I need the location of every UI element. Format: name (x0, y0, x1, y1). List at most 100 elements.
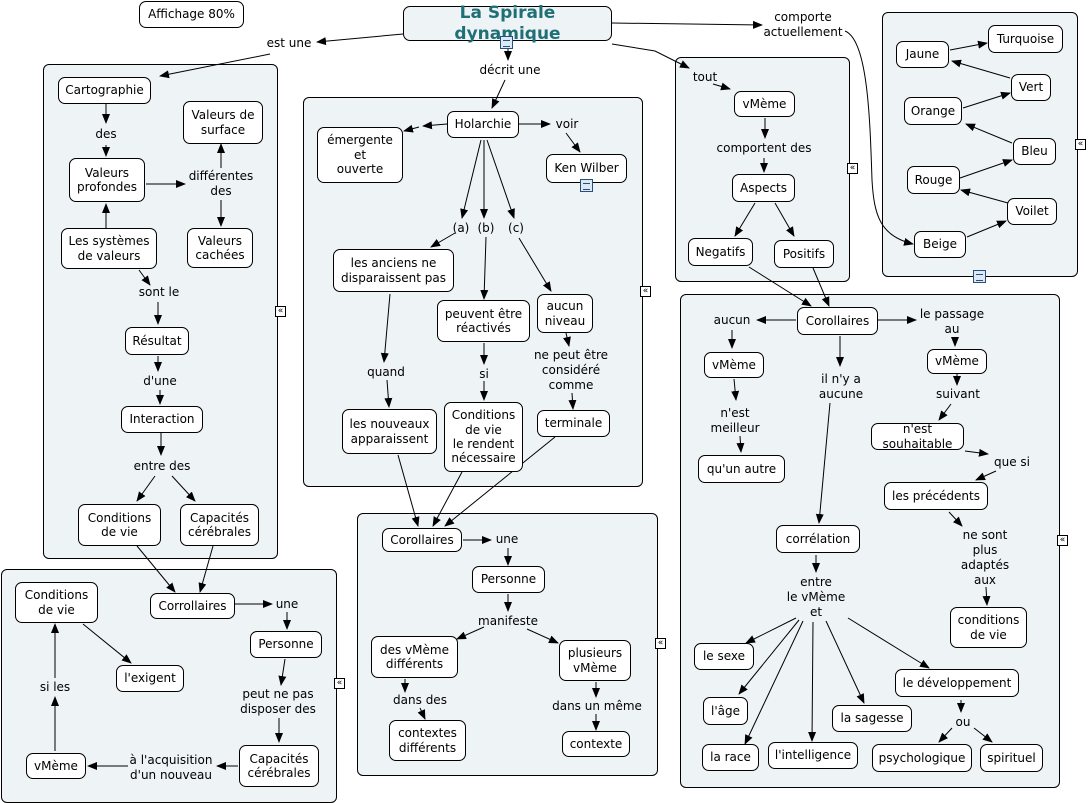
node-corollaires-right[interactable]: Corollaires (797, 307, 878, 335)
node-conditions-vie-3[interactable]: conditions de vie (950, 607, 1027, 648)
node-conditions-vie-1[interactable]: Conditions de vie (78, 504, 161, 546)
node-negatifs[interactable]: Negatifs (688, 238, 753, 266)
node-conditions-vie-2[interactable]: Conditions de vie (15, 582, 98, 623)
node-jaune[interactable]: Jaune (896, 41, 949, 68)
node-rouge[interactable]: Rouge (907, 166, 960, 194)
node-vmeme-left[interactable]: vMème (26, 753, 86, 779)
node-personne-mid[interactable]: Personne (472, 566, 545, 593)
label-des: des (95, 127, 117, 141)
node-qu-un-autre[interactable]: qu'un autre (698, 455, 785, 483)
node-vmeme-r1[interactable]: vMème (704, 352, 764, 378)
node-beige[interactable]: Beige (914, 231, 966, 258)
node-vmemes-differents[interactable]: des vMème différents (371, 636, 458, 678)
node-correlation[interactable]: corrélation (776, 525, 860, 553)
label-tout: tout (692, 70, 718, 84)
label-comportent-des: comportent des (716, 141, 812, 155)
node-peuvent-etre-reactives[interactable]: peuvent être réactivés (437, 300, 530, 342)
node-nouveaux-apparaissent[interactable]: les nouveaux apparaissent (342, 409, 437, 454)
node-aucun-niveau[interactable]: aucun niveau (537, 294, 593, 333)
collapse-icon-holarchie[interactable]: « (640, 286, 651, 297)
node-vert[interactable]: Vert (1011, 74, 1051, 101)
node-anciens-ne-disparaissent[interactable]: les anciens ne disparaissent pas (333, 249, 454, 292)
node-terminale[interactable]: terminale (537, 410, 610, 437)
node-voilet[interactable]: Voilet (1007, 198, 1057, 225)
label-suivant: suivant (936, 387, 980, 401)
root-node-title[interactable]: La Spirale dynamique (403, 3, 612, 44)
label-comporte-actuellement: comporte actuellement (763, 10, 843, 39)
label-manifeste: manifeste (478, 614, 538, 628)
collapse-icon-corrollaires-left[interactable]: « (334, 678, 345, 689)
node-vmeme-top[interactable]: vMème (734, 91, 795, 117)
node-corollaires-mid[interactable]: Corollaires (382, 528, 462, 552)
label-differentes-des: différentes des (188, 169, 254, 198)
label-il-n-y-a-aucune: il n'y a aucune (818, 372, 864, 401)
node-contextes-differents[interactable]: contextes différents (389, 720, 466, 761)
node-les-precedents[interactable]: les précédents (884, 482, 988, 510)
node-holarchie[interactable]: Holarchie (447, 111, 519, 138)
node-n-est-souhaitable[interactable]: n'est souhaitable (871, 422, 964, 451)
label-ne-sont-plus-adaptes: ne sont plus adaptés aux (960, 528, 1010, 587)
label-si: si (479, 367, 489, 381)
node-aspects[interactable]: Aspects (732, 174, 795, 202)
label-ne-peut-etre: ne peut être considéré comme (533, 348, 609, 392)
label-entre-des: entre des (133, 459, 191, 473)
node-l-age[interactable]: l'âge (703, 697, 748, 725)
node-exigent[interactable]: l'exigent (116, 665, 184, 692)
node-plusieurs-vmeme[interactable]: plusieurs vMème (559, 640, 631, 681)
panel-cartographie (43, 64, 278, 559)
node-spirituel[interactable]: spirituel (980, 744, 1043, 772)
label-b: (b) (477, 221, 495, 235)
node-capacites-cerebrales-1[interactable]: Capacités cérébrales (180, 504, 259, 546)
collapse-icon-corollaires-mid[interactable]: « (655, 638, 666, 649)
collapse-icon-cartographie[interactable]: « (275, 306, 286, 317)
label-sont-le: sont le (138, 285, 180, 299)
label-acquisition: à l'acquisition d'un nouveau (129, 753, 213, 782)
zoom-level-label[interactable]: Affichage 80% (139, 1, 244, 28)
label-une-left: une (275, 597, 299, 611)
node-psychologique[interactable]: psychologique (872, 744, 972, 772)
note-icon-root[interactable] (500, 36, 513, 49)
label-ou: ou (955, 715, 971, 729)
label-dans-un-meme: dans un même (552, 699, 642, 713)
node-valeurs-surface[interactable]: Valeurs de surface (183, 101, 263, 144)
node-cartographie[interactable]: Cartographie (58, 77, 151, 104)
node-la-race[interactable]: la race (702, 744, 759, 771)
node-corrollaires-left[interactable]: Corrollaires (150, 593, 235, 619)
node-positifs[interactable]: Positifs (774, 240, 834, 268)
node-valeurs-profondes[interactable]: Valeurs profondes (69, 158, 145, 202)
node-orange[interactable]: Orange (904, 97, 962, 125)
label-d-une: d'une (143, 374, 177, 388)
label-voir: voir (555, 117, 579, 131)
node-conditions-rendent-necessaire[interactable]: Conditions de vie le rendent nécessaire (444, 402, 523, 472)
node-l-intelligence[interactable]: l'intelligence (768, 742, 858, 769)
node-contexte[interactable]: contexte (562, 731, 630, 757)
label-que-si: que si (993, 455, 1030, 469)
node-bleu[interactable]: Bleu (1013, 138, 1056, 165)
label-a: (a) (452, 221, 470, 235)
label-une-mid: une (495, 532, 519, 546)
node-resultat[interactable]: Résultat (125, 327, 189, 355)
node-valeurs-cachees[interactable]: Valeurs cachées (187, 228, 253, 268)
collapse-icon-vmeme[interactable]: « (847, 163, 858, 174)
node-interaction[interactable]: Interaction (121, 406, 203, 433)
collapse-icon-colors[interactable]: « (1075, 139, 1086, 150)
label-entre-le-vmeme-et: entre le vMème et (786, 575, 846, 619)
label-n-est-meilleur: n'est meilleur (710, 406, 760, 435)
collapse-icon-corollaires-right[interactable]: « (1057, 535, 1068, 546)
note-icon-colors[interactable] (973, 270, 986, 283)
note-icon-ken-wilber[interactable] (580, 179, 593, 192)
node-vmeme-r2[interactable]: vMème (927, 349, 987, 374)
label-peut-ne-pas: peut ne pas disposer des (240, 687, 316, 716)
node-emergente-ouverte[interactable]: émergente et ouverte (317, 127, 403, 183)
node-le-developpement[interactable]: le développement (895, 669, 1019, 697)
node-personne-left[interactable]: Personne (250, 631, 322, 658)
node-systemes-valeurs[interactable]: Les systèmes de valeurs (61, 228, 157, 269)
label-est-une: est une (266, 36, 312, 50)
node-turquoise[interactable]: Turquoise (988, 25, 1063, 53)
node-le-sexe[interactable]: le sexe (694, 643, 754, 670)
node-la-sagesse[interactable]: la sagesse (832, 705, 912, 732)
label-decrit-une: décrit une (479, 63, 541, 77)
node-capacites-cerebrales-2[interactable]: Capacités cérébrales (239, 745, 319, 787)
label-quand: quand (367, 365, 405, 379)
